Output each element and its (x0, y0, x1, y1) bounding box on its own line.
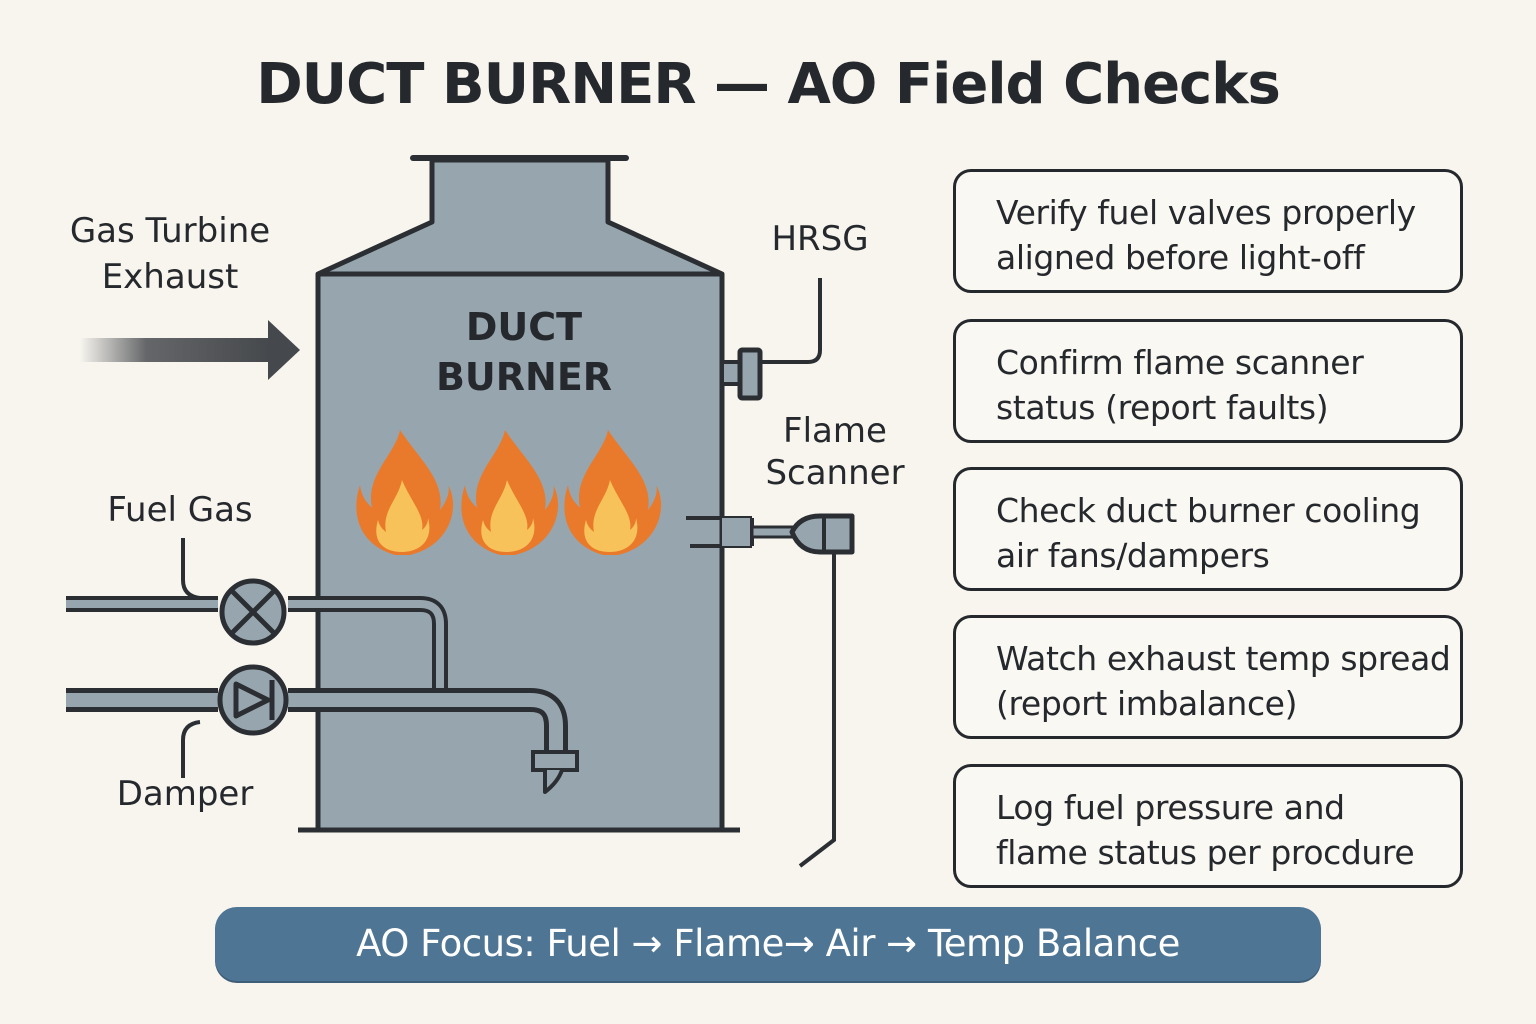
check-text-line2: air fans/dampers (996, 536, 1270, 575)
gas-turbine-label-line2: Exhaust (101, 257, 239, 297)
fuel-gas-line (66, 538, 448, 688)
page-title: DUCT BURNER — AO Field Checks (256, 52, 1281, 117)
gas-turbine-exhaust-label: Gas Turbine Exhaust (40, 208, 300, 300)
flame-scanner-icon (686, 513, 855, 868)
gas-turbine-label-line1: Gas Turbine (69, 211, 271, 251)
flame-icon (356, 430, 454, 555)
flame-scanner-label-line1: Flame (783, 411, 887, 451)
check-text-line1: Log fuel pressure and (996, 788, 1345, 827)
check-text-line2: aligned before light-off (996, 238, 1365, 277)
nozzle-icon (531, 750, 579, 794)
vessel-label-line2: BURNER (435, 355, 613, 399)
hrsg-label: HRSG (771, 219, 869, 259)
check-text-line1: Confirm flame scanner (996, 343, 1364, 382)
flame-scanner-label-line2: Scanner (765, 453, 905, 493)
check-card: Confirm flame scanner status (report fau… (953, 319, 1463, 443)
check-text-line2: status (report faults) (996, 388, 1329, 427)
check-text-line2: (report imbalance) (996, 684, 1298, 723)
check-text-line1: Verify fuel valves properly (996, 193, 1416, 232)
flame-scanner-label: Flame Scanner (745, 410, 925, 494)
check-card: Watch exhaust temp spread (report imbala… (953, 615, 1463, 739)
check-text-line1: Watch exhaust temp spread (996, 639, 1451, 678)
check-valve-icon (217, 664, 289, 736)
damper-label: Damper (116, 774, 254, 814)
check-card: Check duct burner cooling air fans/dampe… (953, 467, 1463, 591)
check-text-line2: flame status per procdure (996, 833, 1415, 872)
arrow-right-icon (80, 320, 300, 380)
hrsg-connection (720, 278, 822, 401)
check-card: Verify fuel valves properly aligned befo… (953, 169, 1463, 293)
damper-line (66, 688, 568, 778)
gate-valve-icon (219, 578, 287, 646)
fuel-gas-label: Fuel Gas (107, 490, 253, 530)
ao-focus-banner: AO Focus: Fuel → Flame→ Air → Temp Balan… (215, 907, 1321, 981)
check-card: Log fuel pressure and flame status per p… (953, 764, 1463, 888)
vessel-label-line1: DUCT (465, 305, 583, 349)
vessel-label: DUCT BURNER (400, 302, 648, 402)
flame-icon (564, 430, 662, 555)
check-text-line1: Check duct burner cooling (996, 491, 1421, 530)
flame-icon (461, 430, 559, 555)
